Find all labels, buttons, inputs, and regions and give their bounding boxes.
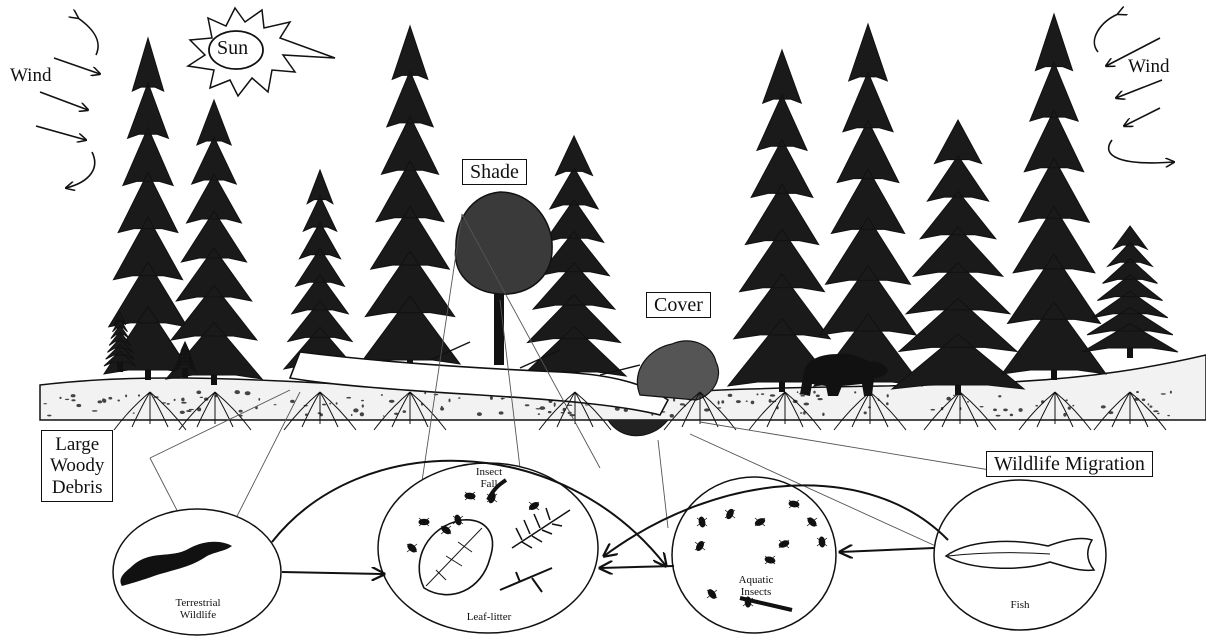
insect-icon (778, 540, 789, 549)
wind-label-left: Wind (10, 66, 51, 85)
conifer-tree (814, 24, 922, 392)
insect-icon (528, 501, 539, 511)
conifer-tree (892, 120, 1024, 395)
conifer-tree (284, 170, 356, 375)
insect-icon (754, 517, 765, 527)
conifer-tree (1002, 14, 1106, 380)
insect-icon (419, 518, 429, 526)
wind-arrows-left (36, 18, 100, 188)
cover-label: Cover (646, 292, 711, 318)
insect-fall-label: Insect Fall (464, 466, 514, 491)
shrub (637, 341, 718, 400)
insect-icon (789, 500, 800, 508)
fish-label: Fish (1002, 600, 1038, 611)
terrestrial-wildlife-label: Terrestrial Wildlife (160, 597, 236, 622)
wildlife-migration-label: Wildlife Migration (986, 451, 1153, 477)
insect-icon (440, 525, 451, 535)
aquatic-insects-circle (672, 477, 836, 633)
aquatic-insects-label: Aquatic Insects (728, 574, 784, 599)
large-woody-debris-label: Large Woody Debris (41, 430, 113, 502)
sun-label: Sun (217, 38, 248, 58)
leaf-litter-label: Leaf-litter (444, 612, 534, 623)
conifer-tree (166, 100, 262, 385)
insect-icon (764, 556, 775, 564)
wind-arrows-right (1094, 14, 1174, 163)
insect-icon (465, 492, 475, 500)
stream (608, 420, 668, 436)
food-web-arrows (272, 461, 948, 574)
shade-label: Shade (462, 159, 527, 185)
conifer-tree (360, 26, 460, 370)
sun-icon (188, 8, 335, 96)
wind-label-right: Wind (1128, 57, 1169, 76)
conifer-tree (728, 50, 836, 392)
conifer-tree (1082, 226, 1178, 358)
